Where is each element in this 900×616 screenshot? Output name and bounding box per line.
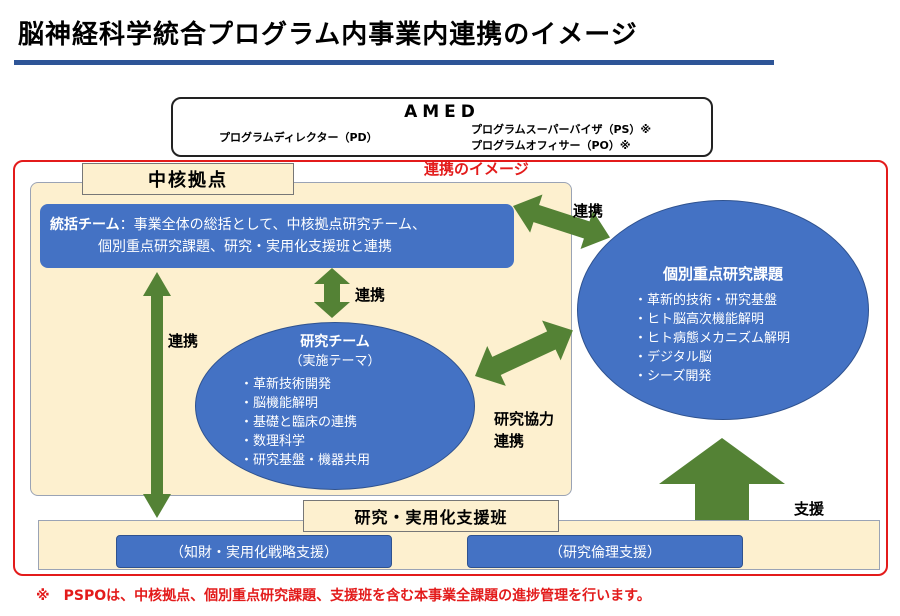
list-item: 革新技術開発 — [240, 375, 370, 394]
priority-projects-ellipse: 個別重点研究課題 革新的技術・研究基盤 ヒト脳高次機能解明 ヒト病態メカニズム解… — [577, 200, 869, 420]
coordination-team-desc1: ：事業全体の総括として、中核拠点研究チーム、 — [119, 217, 427, 233]
list-item: ヒト脳高次機能解明 — [634, 310, 790, 329]
coordination-team-box: 統括チーム：事業全体の総括として、中核拠点研究チーム、 個別重点研究課題、研究・… — [40, 204, 514, 268]
research-team-ellipse: 研究チーム （実施テーマ） 革新技術開発 脳機能解明 基礎と臨床の連携 数理科学… — [195, 322, 475, 490]
coordination-team-desc2: 個別重点研究課題、研究・実用化支援班と連携 — [98, 239, 392, 255]
collaboration-label: 連携のイメージ — [424, 160, 529, 178]
footnote: ※ PSPOは、中核拠点、個別重点研究課題、支援班を含む本事業全課題の進捗管理を… — [36, 588, 651, 604]
program-director-label: プログラムディレクター（PD） — [219, 131, 378, 144]
list-item: シーズ開発 — [634, 367, 790, 386]
program-supervisor-label: プログラムスーパーバイザ（PS）※ — [471, 123, 652, 136]
collaboration-frame — [13, 160, 888, 576]
list-item: 基礎と臨床の連携 — [240, 413, 370, 432]
support-up-arrow — [659, 438, 785, 520]
list-item: 研究基盤・機器共用 — [240, 451, 370, 470]
coord-team-link-label: 連携 — [355, 286, 386, 304]
ip-strategy-support-box: （知財・実用化戦略支援） — [116, 535, 392, 568]
research-team-title: 研究チーム — [300, 334, 370, 350]
double-arrow-coord-projects — [513, 194, 611, 249]
priority-projects-list: 革新的技術・研究基盤 ヒト脳高次機能解明 ヒト病態メカニズム解明 デジタル脳 シ… — [634, 291, 790, 386]
program-officer-label: プログラムオフィサー（PO）※ — [471, 139, 631, 152]
amed-name: AMED — [404, 102, 480, 122]
list-item: ヒト病態メカニズム解明 — [634, 329, 790, 348]
team-projects-link-label2: 連携 — [494, 432, 525, 450]
coord-projects-link-label: 連携 — [573, 202, 604, 220]
priority-projects-title: 個別重点研究課題 — [662, 265, 783, 283]
list-item: 革新的技術・研究基盤 — [634, 291, 790, 310]
page-title: 脳神経科学統合プログラム内事業内連携のイメージ — [18, 20, 638, 50]
double-arrow-coord-support — [143, 272, 171, 518]
list-item: 数理科学 — [240, 432, 370, 451]
title-underline — [14, 60, 774, 65]
amed-box: AMED プログラムディレクター（PD） プログラムスーパーバイザ（PS）※ プ… — [171, 97, 713, 157]
list-item: 脳機能解明 — [240, 394, 370, 413]
research-team-subtitle: （実施テーマ） — [289, 354, 381, 369]
support-link-label: 支援 — [794, 500, 825, 518]
list-item: デジタル脳 — [634, 348, 790, 367]
double-arrow-team-projects — [475, 320, 573, 386]
coordination-team-name: 統括チーム — [50, 217, 120, 233]
support-group-title: 研究・実用化支援班 — [303, 500, 559, 532]
coord-support-link-label: 連携 — [168, 332, 199, 350]
double-arrow-coord-team — [314, 268, 350, 318]
coordination-team-line1: 統括チーム：事業全体の総括として、中核拠点研究チーム、 — [50, 214, 426, 236]
core-hub-title: 中核拠点 — [82, 163, 294, 195]
research-team-list: 革新技術開発 脳機能解明 基礎と臨床の連携 数理科学 研究基盤・機器共用 — [240, 375, 370, 470]
research-ethics-support-box: （研究倫理支援） — [467, 535, 743, 568]
team-projects-link-label1: 研究協力 — [494, 410, 555, 428]
